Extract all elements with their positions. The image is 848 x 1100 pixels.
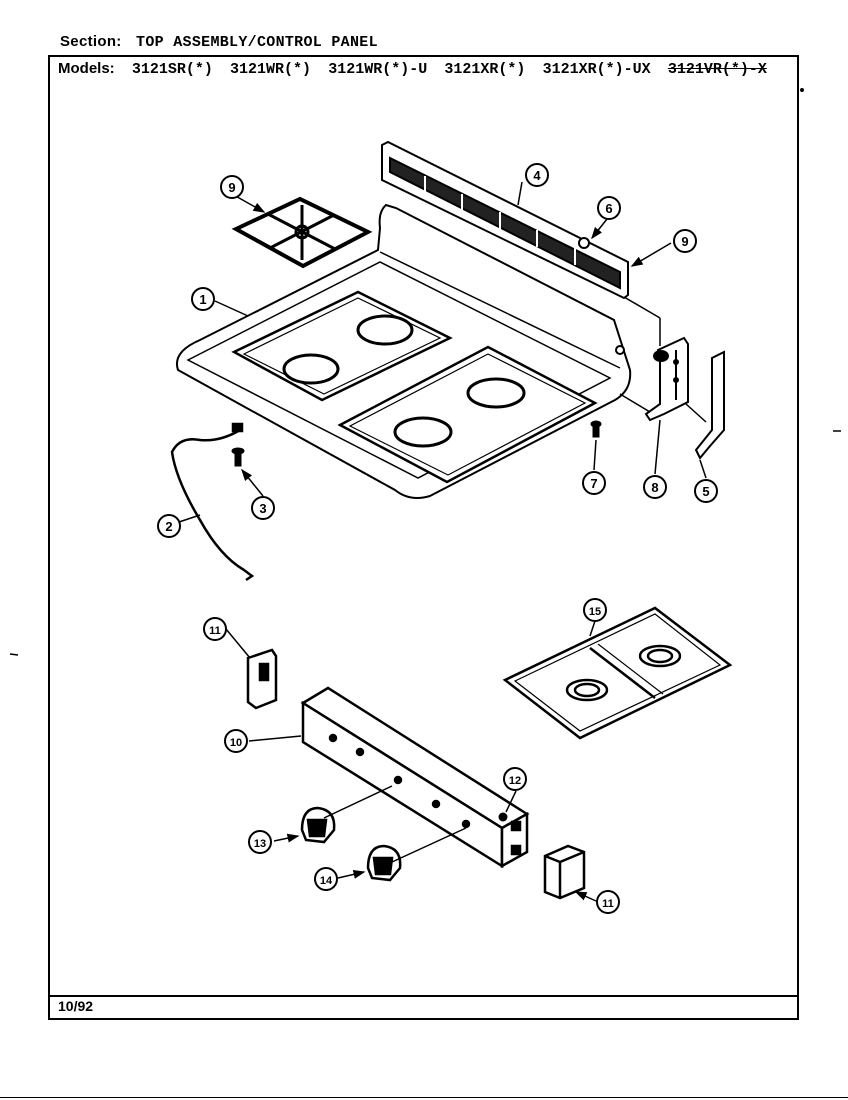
callout-1: 1 (191, 287, 215, 311)
svg-text:12: 12 (509, 775, 521, 787)
part-wire-rod (170, 422, 255, 582)
svg-text:11: 11 (209, 625, 221, 637)
callout-2: 2 (157, 514, 181, 538)
callout-12: 12 (503, 767, 527, 791)
footer-divider (48, 995, 799, 997)
svg-text:7: 7 (590, 476, 597, 491)
callout-10: 10 (224, 729, 248, 753)
callout-5: 5 (694, 479, 718, 503)
svg-text:6: 6 (605, 201, 612, 216)
part-bracket (644, 336, 689, 422)
part-cooktop (176, 203, 632, 499)
callout-15: 15 (583, 598, 607, 622)
section-label: Section: (60, 33, 122, 50)
svg-text:13: 13 (254, 838, 266, 850)
callout-13: 13 (248, 830, 272, 854)
section-heading: Section: TOP ASSEMBLY/CONTROL PANEL (60, 33, 378, 51)
part-control-panel (300, 686, 530, 869)
svg-text:2: 2 (165, 519, 172, 534)
part-block (543, 844, 586, 900)
part-grate (231, 196, 373, 269)
callout-7: 7 (582, 471, 606, 495)
svg-text:3: 3 (259, 501, 266, 516)
part-clip (246, 648, 278, 710)
model-number: 3121WR(*) (230, 61, 312, 78)
svg-text:14: 14 (320, 875, 333, 887)
part-knob-right (366, 844, 402, 882)
diagram-frame (48, 55, 799, 1020)
part-back-panel (381, 140, 629, 300)
part-knob-left (300, 806, 336, 844)
section-title: TOP ASSEMBLY/CONTROL PANEL (136, 34, 378, 51)
svg-text:11: 11 (602, 898, 614, 910)
model-number: 3121SR(*) (131, 61, 213, 78)
models-label: Models: (58, 60, 115, 77)
svg-text:9: 9 (228, 180, 235, 195)
part-drip-pan (502, 606, 733, 740)
svg-text:10: 10 (230, 737, 242, 749)
revision-date: 10/92 (58, 998, 94, 1014)
svg-text:8: 8 (651, 480, 658, 495)
svg-text:15: 15 (589, 606, 601, 618)
part-nut (578, 237, 590, 249)
callout-9-grate: 9 (220, 175, 244, 199)
model-number: 3121XR(*)-UX (542, 61, 651, 78)
model-number: 3121XR(*) (444, 61, 526, 78)
callout-11-block: 11 (596, 890, 620, 914)
part-screw (231, 447, 245, 467)
model-number: 3121WR(*)-U (328, 61, 428, 78)
callout-6: 6 (597, 196, 621, 220)
callout-11-clip: 11 (203, 617, 227, 641)
svg-text:4: 4 (533, 168, 541, 183)
callout-3: 3 (251, 496, 275, 520)
scan-marks (9, 88, 841, 656)
part-side-trim (694, 350, 725, 460)
part-bolt (590, 420, 602, 438)
callout-14: 14 (314, 867, 338, 891)
callout-8: 8 (643, 475, 667, 499)
models-list: Models: 3121SR(*) 3121WR(*) 3121WR(*)-U … (58, 60, 767, 78)
struck-model-number: 3121VR(*)-X (667, 61, 767, 78)
svg-text:9: 9 (681, 234, 688, 249)
callout-4: 4 (525, 163, 549, 187)
svg-text:5: 5 (702, 484, 709, 499)
callout-set: 9 4 6 9 1 2 3 7 (157, 163, 718, 914)
svg-text:1: 1 (199, 292, 206, 307)
callout-9-side: 9 (673, 229, 697, 253)
part-panel-screw (498, 812, 508, 822)
page-bottom-edge (0, 1097, 848, 1098)
